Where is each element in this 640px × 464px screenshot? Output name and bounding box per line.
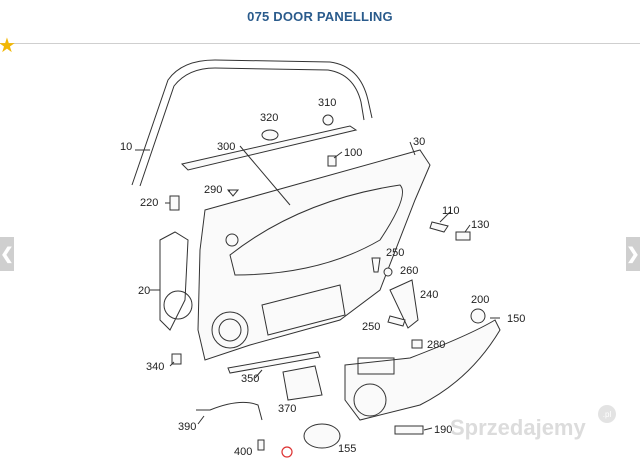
part-label-260: 260 xyxy=(400,265,418,277)
clip-320 xyxy=(261,129,279,141)
clip-220 xyxy=(169,195,180,211)
part-label-190: 190 xyxy=(434,424,452,436)
screw-250-top xyxy=(371,257,381,273)
part-label-110: 110 xyxy=(442,205,460,217)
part-label-400: 400 xyxy=(234,446,252,458)
part-label-220: 220 xyxy=(140,197,158,209)
part-label-290: 290 xyxy=(204,184,222,196)
lower-trim-strip xyxy=(227,351,321,374)
clip-310 xyxy=(322,114,334,126)
inner-door-frame xyxy=(159,231,189,331)
page-title: 075 DOOR PANELLING xyxy=(247,9,393,24)
upper-trim-strip xyxy=(181,125,358,171)
clip-130 xyxy=(455,231,471,241)
clip-280 xyxy=(411,339,423,349)
speaker-grille xyxy=(303,423,341,449)
part-label-250-top: 250 xyxy=(386,247,404,259)
part-label-350: 350 xyxy=(241,373,259,385)
screw-250-bottom xyxy=(387,315,406,327)
chevron-left-icon: ❮ xyxy=(0,246,14,263)
clip-100 xyxy=(327,155,337,167)
part-label-370: 370 xyxy=(278,403,296,415)
clip-340 xyxy=(171,353,182,365)
chevron-right-icon: ❯ xyxy=(626,246,640,263)
part-label-390: 390 xyxy=(178,421,196,433)
part-label-250-bottom: 250 xyxy=(362,321,380,333)
button-220 xyxy=(225,233,239,247)
handle-240 xyxy=(389,279,419,329)
washer-260 xyxy=(383,267,393,277)
part-label-30: 30 xyxy=(413,136,425,148)
favorite-star-icon[interactable]: ★ xyxy=(0,35,16,57)
light-box xyxy=(282,365,323,401)
part-label-310: 310 xyxy=(318,97,336,109)
part-label-20: 20 xyxy=(138,285,150,297)
window-frame-strip xyxy=(131,59,373,186)
red-marker xyxy=(281,446,293,458)
part-label-130: 130 xyxy=(471,219,489,231)
screw-110 xyxy=(429,221,449,233)
bulb-400 xyxy=(257,439,265,451)
next-image-button[interactable]: ❯ xyxy=(626,237,640,271)
armrest-panel xyxy=(344,319,501,421)
previous-image-button[interactable]: ❮ xyxy=(0,237,14,271)
part-label-300: 300 xyxy=(217,141,235,153)
clip-290 xyxy=(226,189,240,197)
part-label-200: 200 xyxy=(471,294,489,306)
part-label-10: 10 xyxy=(120,141,132,153)
watermark-text: Sprzedajemy xyxy=(450,415,586,440)
watermark-badge: .pl xyxy=(598,405,616,423)
plug-200 xyxy=(470,308,486,324)
part-label-155: 155 xyxy=(338,443,356,455)
part-label-320: 320 xyxy=(260,112,278,124)
part-label-150: 150 xyxy=(507,313,525,325)
lamp-190 xyxy=(394,425,424,435)
door-panel xyxy=(197,149,431,361)
cable-harness xyxy=(196,401,263,421)
part-label-280: 280 xyxy=(427,339,445,351)
part-label-100: 100 xyxy=(344,147,362,159)
part-label-240: 240 xyxy=(420,289,438,301)
part-label-340: 340 xyxy=(146,361,164,373)
